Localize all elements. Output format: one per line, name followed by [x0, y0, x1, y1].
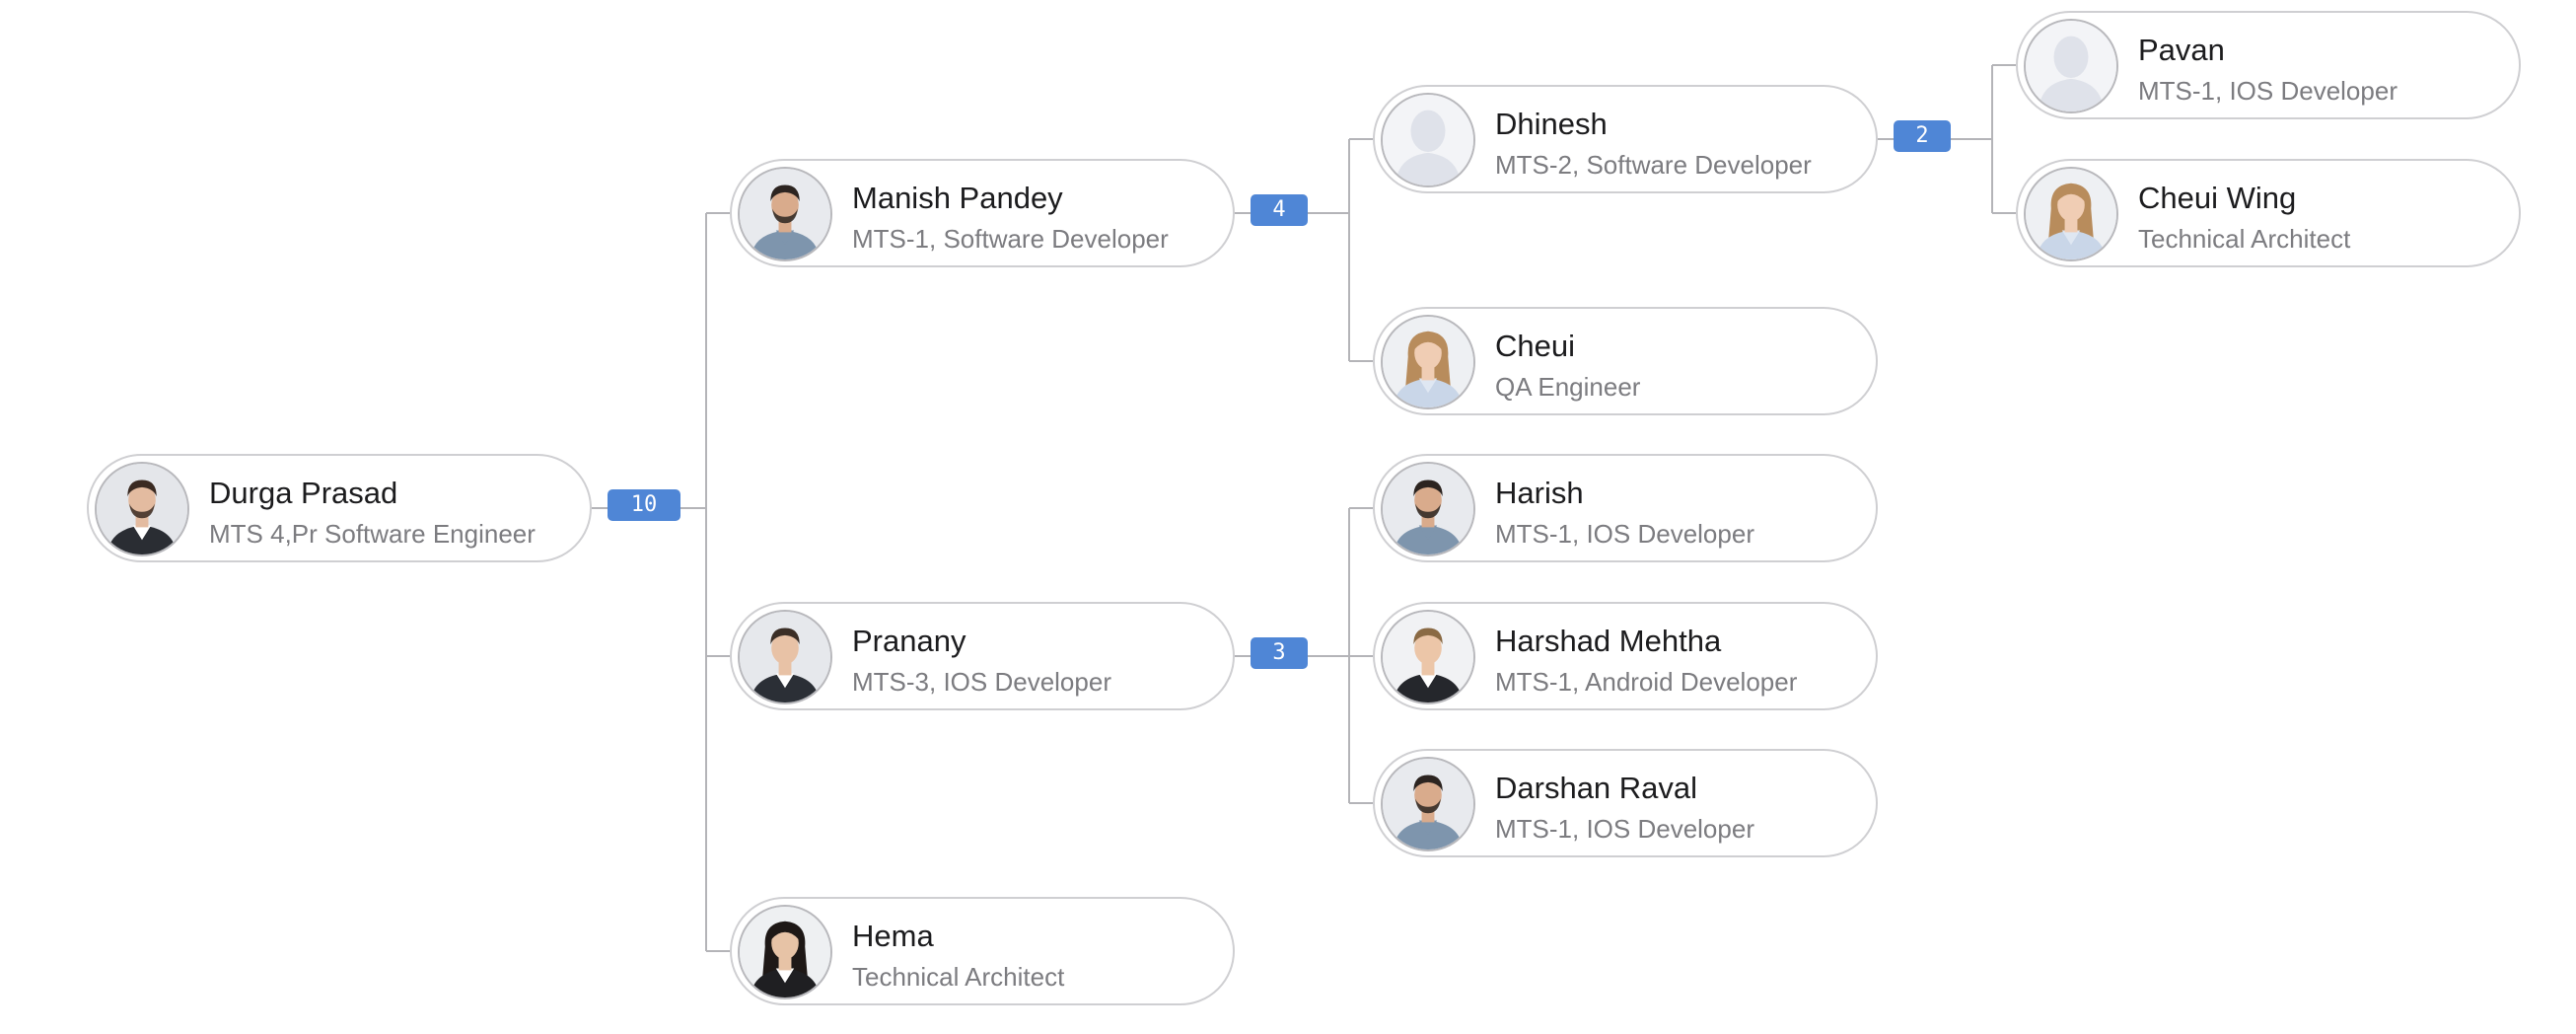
- node-role: MTS-1, IOS Developer: [1495, 814, 1754, 844]
- placeholder-person-avatar: [1381, 93, 1475, 187]
- collapse-count-badge-durga[interactable]: 10: [608, 489, 680, 521]
- woman-blonde-avatar: [2024, 167, 2118, 261]
- node-name: Hema: [852, 919, 934, 953]
- node-role: MTS-1, IOS Developer: [1495, 519, 1754, 549]
- node-name: Harish: [1495, 476, 1584, 510]
- node-role: MTS-1, Software Developer: [852, 224, 1169, 254]
- node-name: Pranany: [852, 624, 966, 658]
- node-role: QA Engineer: [1495, 372, 1641, 402]
- placeholder-person-avatar: [2024, 19, 2118, 113]
- node-role: MTS-2, Software Developer: [1495, 150, 1812, 180]
- man-beard-suit-avatar: [95, 462, 189, 556]
- woman-dark-hair-avatar: [738, 905, 832, 999]
- node-role: Technical Architect: [852, 962, 1065, 992]
- node-role: Technical Architect: [2138, 224, 2351, 254]
- node-role: MTS-1, IOS Developer: [2138, 76, 2397, 106]
- node-name: Dhinesh: [1495, 107, 1608, 141]
- collapse-count-badge-pranany[interactable]: 3: [1251, 637, 1308, 669]
- node-name: Harshad Mehtha: [1495, 624, 1722, 658]
- man-suit-avatar: [738, 610, 832, 704]
- node-cheui[interactable]: Cheui QA Engineer: [1373, 307, 1878, 415]
- node-name: Pavan: [2138, 33, 2225, 67]
- man-beard-shirt-avatar: [1381, 462, 1475, 556]
- collapse-count-badge-dhinesh[interactable]: 2: [1894, 120, 1951, 152]
- node-name: Cheui: [1495, 329, 1575, 363]
- node-role: MTS-3, IOS Developer: [852, 667, 1111, 697]
- node-name: Durga Prasad: [209, 476, 398, 510]
- collapse-count-badge-manish[interactable]: 4: [1251, 194, 1308, 226]
- node-name: Darshan Raval: [1495, 771, 1698, 805]
- node-name: Manish Pandey: [852, 181, 1063, 215]
- woman-blonde-avatar: [1381, 315, 1475, 409]
- node-role: MTS-1, Android Developer: [1495, 667, 1798, 697]
- node-name: Cheui Wing: [2138, 181, 2297, 215]
- man-beard-shirt-avatar: [738, 167, 832, 261]
- node-role: MTS 4,Pr Software Engineer: [209, 519, 536, 549]
- man-arms-crossed-avatar: [1381, 610, 1475, 704]
- man-beard-shirt-avatar: [1381, 757, 1475, 851]
